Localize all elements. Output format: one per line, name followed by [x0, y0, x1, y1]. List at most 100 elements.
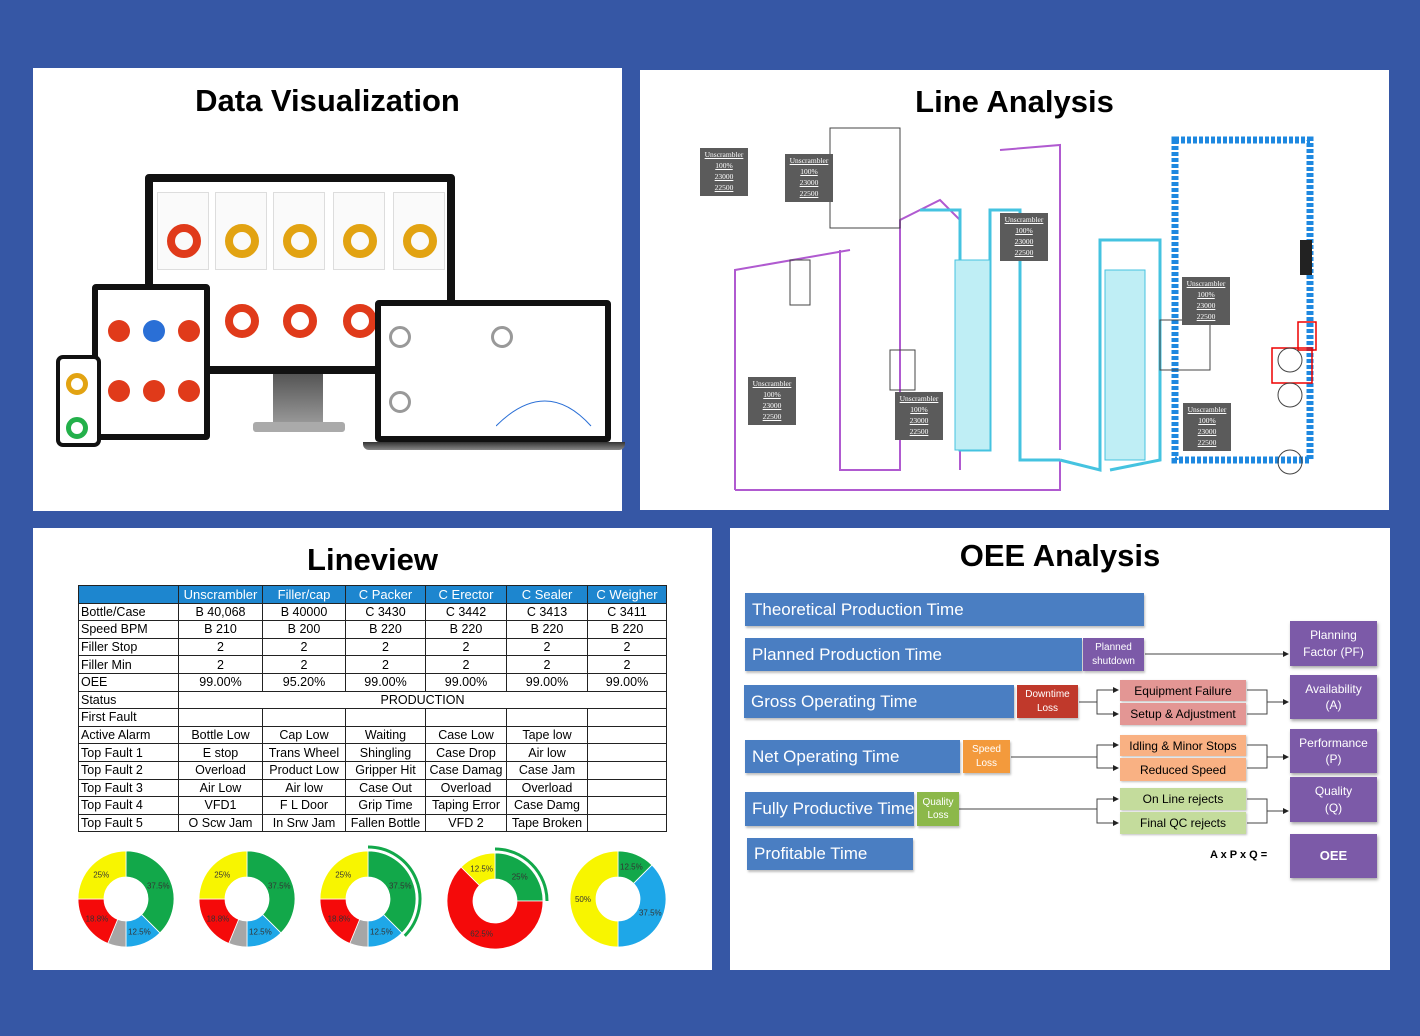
donut-data-label: 12.5%	[620, 863, 643, 872]
online-rejects-box: On Line rejects	[1120, 788, 1246, 810]
table-cell: C 3442	[425, 602, 507, 622]
final-qc-rejects-box: Final QC rejects	[1120, 812, 1246, 834]
donut-slice-yellow	[198, 850, 248, 900]
donut-data-label: 62.5%	[470, 929, 493, 938]
station-label-name: Unscrambler	[1187, 405, 1227, 414]
station-label-target: 23000	[799, 177, 819, 187]
donut-data-label: 12.5%	[249, 927, 272, 936]
row-label: Filler Min	[78, 655, 179, 674]
donut-data-label: 25%	[214, 870, 230, 879]
station-label-name: Unscrambler	[1186, 279, 1226, 288]
donut-slice-green	[367, 850, 417, 934]
station-label-pct: 100%	[763, 389, 781, 399]
table-cell: Fallen Bottle	[345, 813, 426, 833]
table-cell: O Scw Jam	[178, 813, 263, 833]
table-cell: F L Door	[262, 796, 346, 815]
station-label-pct: 100%	[800, 166, 818, 176]
panel-title: Data Visualization	[195, 83, 460, 118]
table-cell: Air low	[262, 778, 346, 798]
panel-title: Line Analysis	[915, 84, 1114, 119]
table-cell: E stop	[178, 743, 263, 762]
donut-data-label: 12.5%	[128, 927, 151, 936]
tablet-dashboard-image	[92, 284, 210, 440]
table-cell: Tape Broken	[506, 813, 588, 833]
station-label-target: 23000	[762, 400, 782, 410]
row-label: Top Fault 5	[78, 813, 179, 833]
donut-data-label: 37.5%	[147, 882, 170, 891]
net-operating-time-bar: Net Operating Time	[745, 740, 960, 773]
table-cell: Case Low	[425, 725, 507, 745]
donut-highlight-arc	[367, 845, 422, 937]
station-label-target: 23000	[1014, 236, 1034, 246]
donut-highlight-arc	[494, 847, 549, 902]
table-cell: 99.00%	[178, 672, 263, 692]
table-cell: B 210	[178, 620, 263, 639]
station-label-actual: 22500	[762, 411, 782, 421]
station-label-actual: 22500	[1196, 311, 1216, 321]
quality-loss-box: Quality Loss	[917, 792, 959, 826]
station-label-pct: 100%	[1015, 225, 1033, 235]
profitable-time-bar: Profitable Time	[747, 838, 913, 870]
theoretical-production-time-bar: Theoretical Production Time	[745, 593, 1144, 626]
row-label: Status	[78, 690, 179, 710]
table-cell: Case Jam	[506, 760, 588, 780]
table-cell: B 40000	[262, 602, 346, 622]
table-cell: 99.00%	[587, 672, 667, 692]
donut-slice-blue	[617, 864, 667, 948]
station-label-actual: 22500	[799, 188, 819, 198]
donut-data-label: 18.8%	[86, 914, 109, 923]
station-label-actual: 22500	[909, 426, 929, 436]
availability-box: Availability (A)	[1290, 675, 1377, 719]
donut-slice-red	[446, 866, 544, 950]
station-label-target: 23000	[909, 415, 929, 425]
planned-shutdown-box: Planned shutdown	[1083, 638, 1144, 671]
row-label: First Fault	[78, 708, 179, 727]
station-label-pct: 100%	[1197, 289, 1215, 299]
station-label-name: Unscrambler	[752, 379, 792, 388]
table-cell: B 220	[345, 620, 426, 639]
table-cell: VFD 2	[425, 813, 507, 833]
planning-factor-box: Planning Factor (PF)	[1290, 621, 1377, 666]
station-label-pct: 100%	[910, 404, 928, 414]
station-label-actual: 22500	[1014, 247, 1034, 257]
table-cell	[587, 813, 667, 833]
table-cell: B 220	[587, 620, 667, 639]
donut-data-label: 37.5%	[639, 908, 662, 917]
donut-data-label: 25%	[335, 870, 351, 879]
column-header: C Sealer	[506, 585, 588, 604]
station-label-pct: 100%	[1198, 415, 1216, 425]
equipment-failure-box: Equipment Failure	[1120, 680, 1246, 701]
station-label-pct: 100%	[715, 160, 733, 170]
table-cell: Trans Wheel	[262, 743, 346, 762]
donut-slice-green	[494, 852, 544, 902]
idling-minor-stops-box: Idling & Minor Stops	[1120, 735, 1246, 756]
station-label-name: Unscrambler	[704, 150, 744, 159]
table-cell: Case Damg	[506, 796, 588, 815]
table-cell: Overload	[178, 760, 263, 780]
donut-slice-yellow	[569, 850, 619, 948]
donut-data-label: 18.8%	[328, 914, 351, 923]
table-cell: Air Low	[178, 778, 263, 798]
planned-production-time-bar: Planned Production Time	[745, 638, 1082, 671]
laptop-dashboard-image	[375, 300, 611, 442]
quality-box: Quality (Q)	[1290, 777, 1377, 822]
station-label-name: Unscrambler	[789, 156, 829, 165]
line-layout-drawing	[734, 127, 1317, 491]
row-label: Bottle/Case	[78, 602, 179, 622]
